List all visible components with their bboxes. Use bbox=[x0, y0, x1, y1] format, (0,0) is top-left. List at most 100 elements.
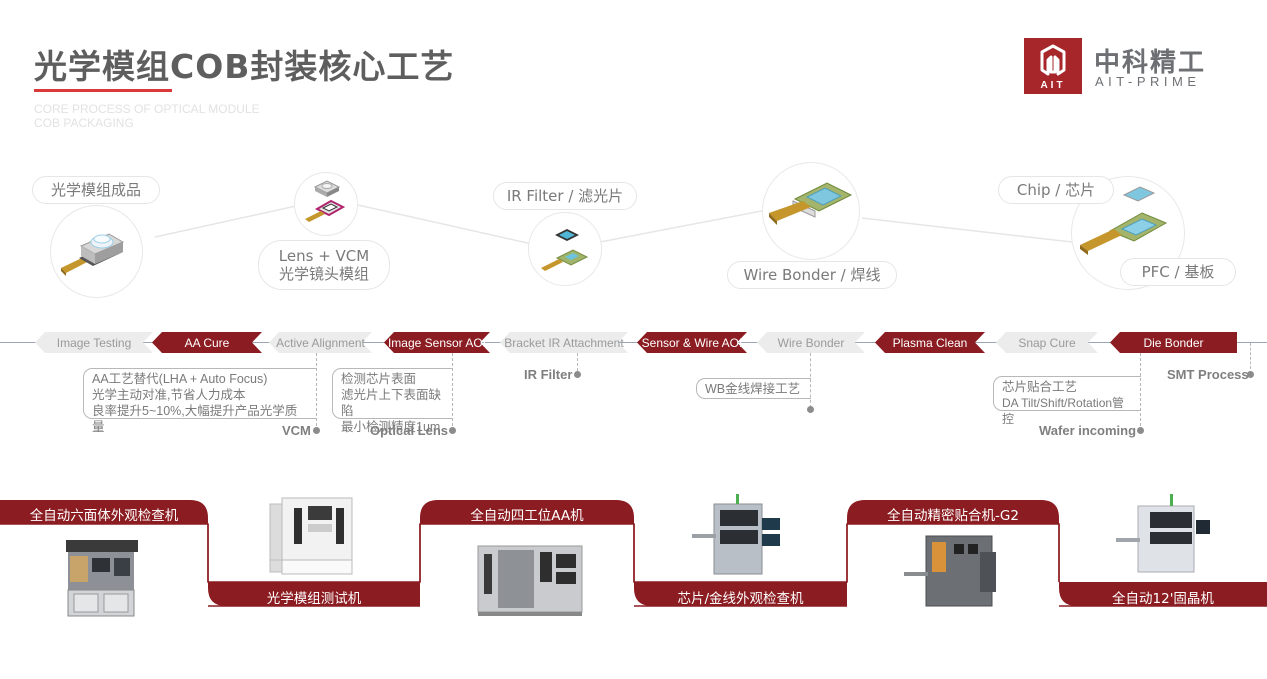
process-step-shape bbox=[384, 332, 490, 353]
component-connector-lines bbox=[154, 204, 1073, 245]
aa-note-line-1: AA工艺替代(LHA + Auto Focus) bbox=[92, 372, 268, 386]
connector-line bbox=[861, 217, 1073, 243]
process-step: Image Testing bbox=[35, 332, 153, 353]
input-wafer-incoming-dot bbox=[1137, 427, 1144, 434]
page-subtitle: CORE PROCESS OF OPTICAL MODULE COB PACKA… bbox=[34, 102, 294, 130]
da-note-line-2: DA Tilt/Shift/Rotation管控 bbox=[1002, 396, 1125, 426]
machine-label-1: 全自动六面体外观检查机 bbox=[29, 508, 179, 524]
company-name-cn: 中科精工 bbox=[1094, 48, 1207, 78]
da-process-note: 芯片贴合工艺 DA Tilt/Shift/Rotation管控 bbox=[993, 376, 1141, 426]
component-label-ir-filter: IR Filter / 滤光片 bbox=[493, 182, 637, 210]
lens-vcm-icon bbox=[305, 180, 346, 222]
machine-band bbox=[0, 500, 1267, 607]
title-underline bbox=[34, 89, 172, 92]
process-step-shape bbox=[35, 332, 153, 353]
component-label-chip: Chip / 芯片 bbox=[998, 176, 1114, 204]
component-label-lens-vcm-cn: 光学镜头模组 bbox=[278, 265, 369, 283]
machine-label-5: 全自动精密贴合机-G2 bbox=[887, 508, 1019, 524]
vcm-connector bbox=[316, 353, 317, 426]
four-station-aa-machine-icon bbox=[477, 545, 583, 616]
band-segment bbox=[208, 582, 420, 606]
process-step-label: Snap Cure bbox=[1018, 335, 1076, 350]
machine-label-4: 芯片/金线外观检查机 bbox=[677, 591, 804, 607]
connector-line bbox=[154, 205, 297, 238]
die-bonder-12-inch-icon bbox=[1116, 494, 1210, 573]
process-step-shape bbox=[637, 332, 747, 353]
component-label-finished-module: 光学模组成品 bbox=[32, 176, 160, 204]
process-step-label: Image Testing bbox=[56, 335, 132, 350]
component-label-wire-bond: Wire Bonder / 焊线 bbox=[727, 261, 897, 289]
subtitle-line-1: CORE PROCESS OF OPTICAL MODULE bbox=[34, 102, 260, 116]
smt-connector bbox=[1250, 343, 1251, 369]
component-label-lens-vcm: Lens + VCM 光学镜头模组 bbox=[258, 240, 390, 290]
aa-process-note: AA工艺替代(LHA + Auto Focus) 光学主动对准,节省人力成本 良… bbox=[83, 368, 317, 434]
machine-label-3: 全自动四工位AA机 bbox=[470, 508, 584, 524]
band-segment bbox=[420, 500, 634, 524]
process-step-label: Active Alignment bbox=[276, 335, 365, 350]
process-step: Die Bonder bbox=[1110, 332, 1237, 353]
component-label-lens-vcm-en: Lens + VCM bbox=[278, 247, 370, 265]
connector-line bbox=[357, 204, 533, 245]
chip-wire-inspection-machine-icon bbox=[692, 494, 780, 575]
input-smt-process: SMT Process bbox=[1167, 367, 1249, 382]
input-optical-lens-dot bbox=[449, 427, 456, 434]
aoi-note-line-3: 最小检测精度1um bbox=[341, 420, 441, 434]
input-ir-filter: IR Filter bbox=[524, 367, 573, 382]
optical-lens-connector bbox=[452, 353, 453, 426]
process-step-shape bbox=[1110, 332, 1237, 353]
process-step-label: Image Sensor AOI bbox=[387, 335, 487, 350]
input-ir-filter-dot bbox=[574, 371, 581, 378]
logo-badge-text: AIT bbox=[1040, 80, 1065, 91]
process-step: AA Cure bbox=[152, 332, 262, 353]
camera-module-icon bbox=[61, 233, 125, 276]
precision-bonding-machine-icon bbox=[904, 535, 996, 607]
aoi-note-line-2: 滤光片上下表面缺陷 bbox=[341, 388, 442, 418]
wb-note-line-1: WB金线焊接工艺 bbox=[705, 382, 801, 396]
input-smt-process-dot bbox=[1247, 371, 1254, 378]
process-step: Plasma Clean bbox=[875, 332, 985, 353]
ir-filter-icon bbox=[541, 229, 589, 271]
optical-module-tester-icon bbox=[269, 497, 353, 575]
process-chain-line bbox=[0, 342, 1267, 343]
ir-filter-connector bbox=[577, 353, 578, 371]
wb-process-note: WB金线焊接工艺 bbox=[696, 378, 811, 399]
process-step: Wire Bonder bbox=[757, 332, 865, 353]
process-step-label: Sensor & Wire AOI bbox=[641, 335, 743, 350]
component-circle-finished-module bbox=[50, 205, 143, 298]
wire-bond-icon bbox=[769, 182, 853, 225]
page-title: 光学模组COB封装核心工艺 bbox=[34, 47, 455, 86]
band-segment bbox=[847, 500, 1059, 524]
process-step-label: Plasma Clean bbox=[892, 335, 968, 350]
process-step-shape bbox=[269, 332, 372, 353]
process-step-shape bbox=[757, 332, 865, 353]
band-segment bbox=[0, 500, 208, 524]
six-side-inspection-machine-icon bbox=[66, 540, 138, 617]
process-step: Snap Cure bbox=[996, 332, 1098, 353]
aa-note-line-2: 光学主动对准,节省人力成本 bbox=[92, 388, 246, 402]
aoi-process-note: 检测芯片表面 滤光片上下表面缺陷 最小检测精度1um bbox=[332, 368, 453, 434]
process-step-label: Die Bonder bbox=[1143, 335, 1204, 350]
process-step-shape bbox=[500, 332, 628, 353]
input-vcm-dot bbox=[313, 427, 320, 434]
input-optical-lens: Optical Lens bbox=[370, 423, 449, 438]
input-vcm: VCM bbox=[282, 423, 311, 438]
process-step-label: AA Cure bbox=[184, 335, 230, 350]
chip-icon bbox=[1080, 186, 1168, 255]
machine-label-2: 光学模组测试机 bbox=[266, 591, 362, 607]
aoi-note-line-1: 检测芯片表面 bbox=[341, 372, 417, 386]
wb-dot bbox=[807, 406, 814, 413]
input-wafer-incoming: Wafer incoming bbox=[1039, 423, 1137, 438]
band-segment bbox=[634, 582, 847, 606]
component-circle-wire-bond bbox=[762, 162, 860, 260]
band-segment bbox=[1059, 582, 1267, 606]
process-step-label: Bracket IR Attachment bbox=[504, 335, 624, 350]
process-step-shape bbox=[996, 332, 1098, 353]
component-circle-lens-vcm bbox=[294, 172, 358, 236]
band-inner-line bbox=[207, 524, 1060, 583]
machine-label-6: 全自动12'固晶机 bbox=[1112, 591, 1214, 607]
company-logo-badge: AIT bbox=[1024, 38, 1082, 94]
process-step-label: Wire Bonder bbox=[777, 335, 845, 350]
process-step: Bracket IR Attachment bbox=[500, 332, 628, 353]
company-name-en: AIT-PRIME bbox=[1095, 74, 1201, 89]
process-step: Sensor & Wire AOI bbox=[637, 332, 747, 353]
